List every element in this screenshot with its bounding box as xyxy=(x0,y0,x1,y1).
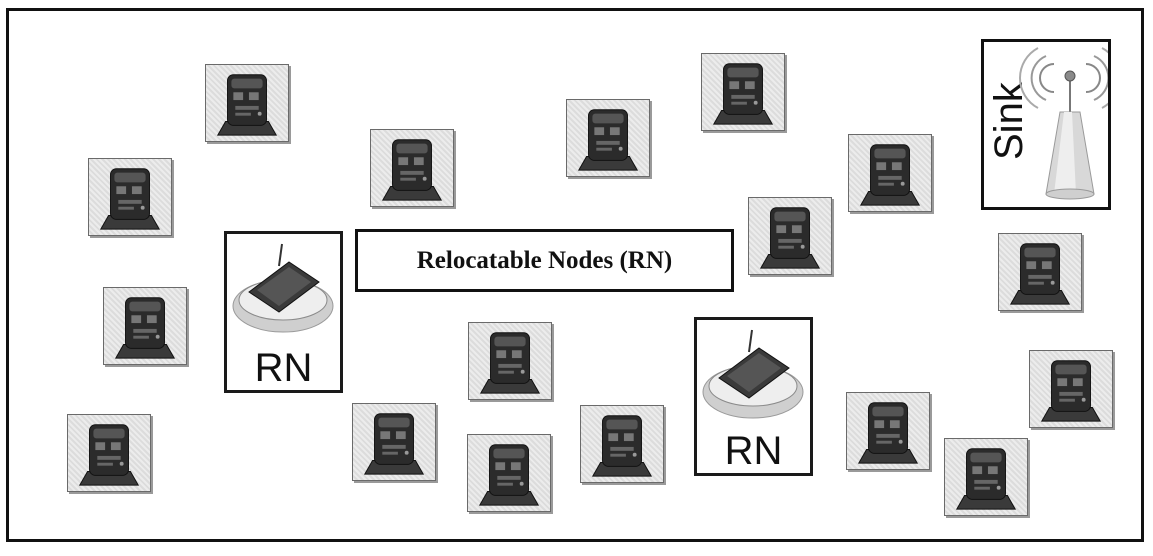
antenna-tower-icon xyxy=(1019,47,1108,200)
sensor-node-icon xyxy=(998,233,1082,311)
rn-label: RN xyxy=(724,429,783,473)
sensor-node-icon xyxy=(580,405,664,483)
relocatable-node-box: RN xyxy=(694,317,813,476)
legend-label: Relocatable Nodes (RN) xyxy=(355,229,734,292)
sensor-node-icon xyxy=(370,129,454,207)
sensor-node-icon xyxy=(352,403,436,481)
relocatable-node-icon xyxy=(702,329,804,419)
relocatable-node-box: RN xyxy=(224,231,343,393)
relocatable-node-icon xyxy=(232,243,334,333)
sensor-node-icon xyxy=(748,197,832,275)
sensor-node-icon xyxy=(67,414,151,492)
sensor-node-icon xyxy=(566,99,650,177)
sink-box: Sink xyxy=(981,39,1111,210)
sensor-node-icon xyxy=(205,64,289,142)
sensor-node-icon xyxy=(467,434,551,512)
sensor-node-icon xyxy=(848,134,932,212)
sensor-node-icon xyxy=(103,287,187,365)
sensor-node-icon xyxy=(944,438,1028,516)
rn-label: RN xyxy=(254,346,313,390)
sensor-node-icon xyxy=(701,53,785,131)
sensor-node-icon xyxy=(846,392,930,470)
sensor-node-icon xyxy=(88,158,172,236)
sensor-node-icon xyxy=(468,322,552,400)
sensor-node-icon xyxy=(1029,350,1113,428)
